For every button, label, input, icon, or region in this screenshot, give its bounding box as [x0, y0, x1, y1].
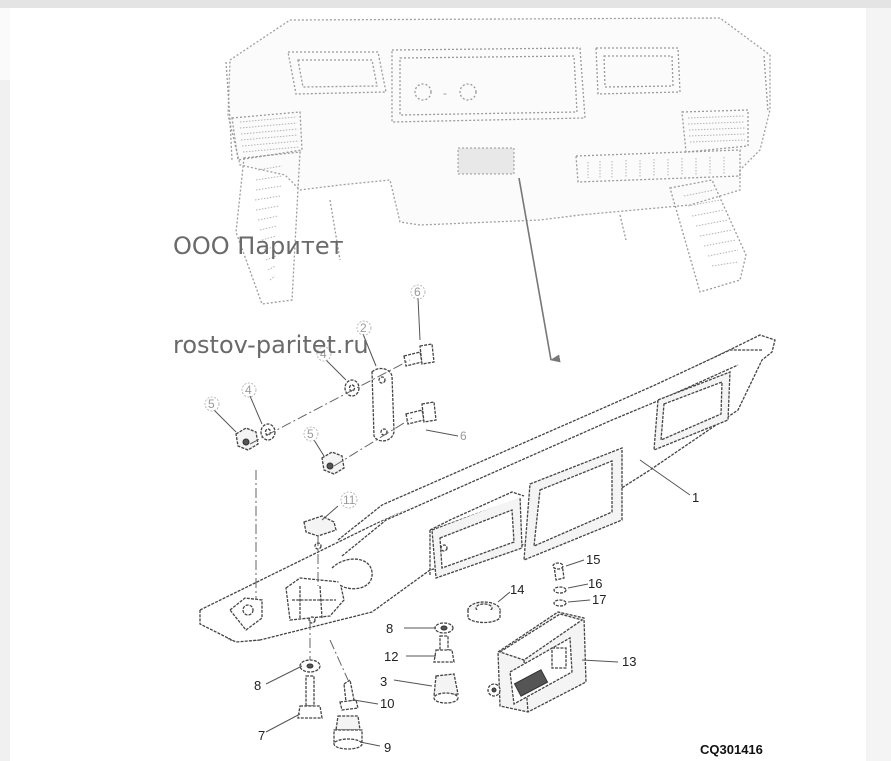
leader-lines: [213, 297, 691, 747]
callout-4b: 4: [245, 383, 252, 397]
watermark: ООО Паритет rostov-paritet.ru: [173, 164, 369, 395]
callout-13: 13: [622, 654, 636, 669]
callout-7: 7: [258, 728, 265, 743]
callout-15: 15: [586, 552, 600, 567]
callout-10: 10: [380, 696, 394, 711]
mounting-hardware: [235, 343, 437, 600]
callout-9: 9: [384, 740, 391, 755]
callout-8b: 8: [254, 678, 261, 693]
callout-17: 17: [592, 592, 606, 607]
callout-3: 3: [380, 674, 387, 689]
callout-6b: 6: [460, 429, 467, 443]
right-scroll-gutter: [866, 8, 891, 761]
location-arrow: [518, 177, 561, 363]
callout-1: 1: [692, 490, 699, 505]
callout-2: 2: [360, 321, 367, 335]
callout-12: 12: [384, 649, 398, 664]
callout-16: 16: [588, 576, 602, 591]
callout-11: 11: [343, 493, 356, 507]
console-bezel: [198, 334, 776, 643]
dashboard-context: -: [225, 17, 771, 305]
watermark-company: ООО Паритет: [173, 232, 344, 260]
callout-6a: 6: [414, 285, 421, 299]
lower-hardware: [297, 562, 587, 750]
callout-5a: 5: [208, 397, 215, 411]
watermark-site: rostov-paritet.ru: [173, 331, 369, 359]
callout-numbers: 1 2 3 4 4 5 5 6 6 7 8 8 9 10 11 12 13 14…: [204, 284, 763, 757]
callout-5b: 5: [307, 427, 314, 441]
top-bar: [0, 0, 891, 8]
callout-8a: 8: [386, 621, 393, 636]
diagram-code: CQ301416: [700, 742, 763, 757]
svg-text:-: -: [443, 86, 447, 100]
callout-4a: 4: [320, 347, 327, 361]
callout-14: 14: [510, 582, 524, 597]
